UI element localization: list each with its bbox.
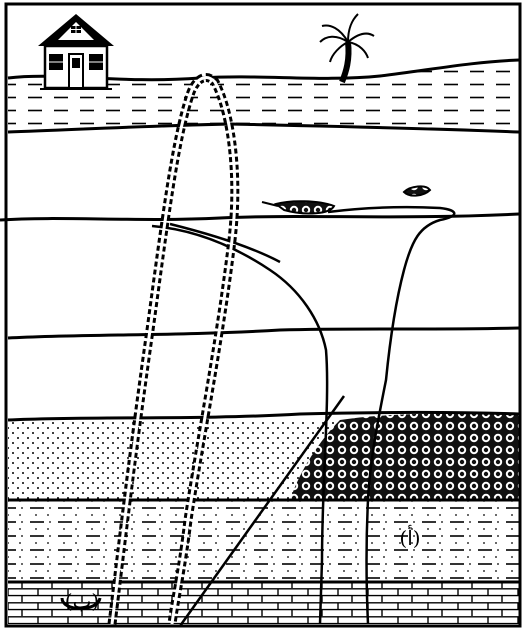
- shale-sand-layer: [8, 500, 519, 582]
- layer-label-a: (أ): [399, 524, 420, 550]
- layer-label-b: (ب): [65, 589, 99, 613]
